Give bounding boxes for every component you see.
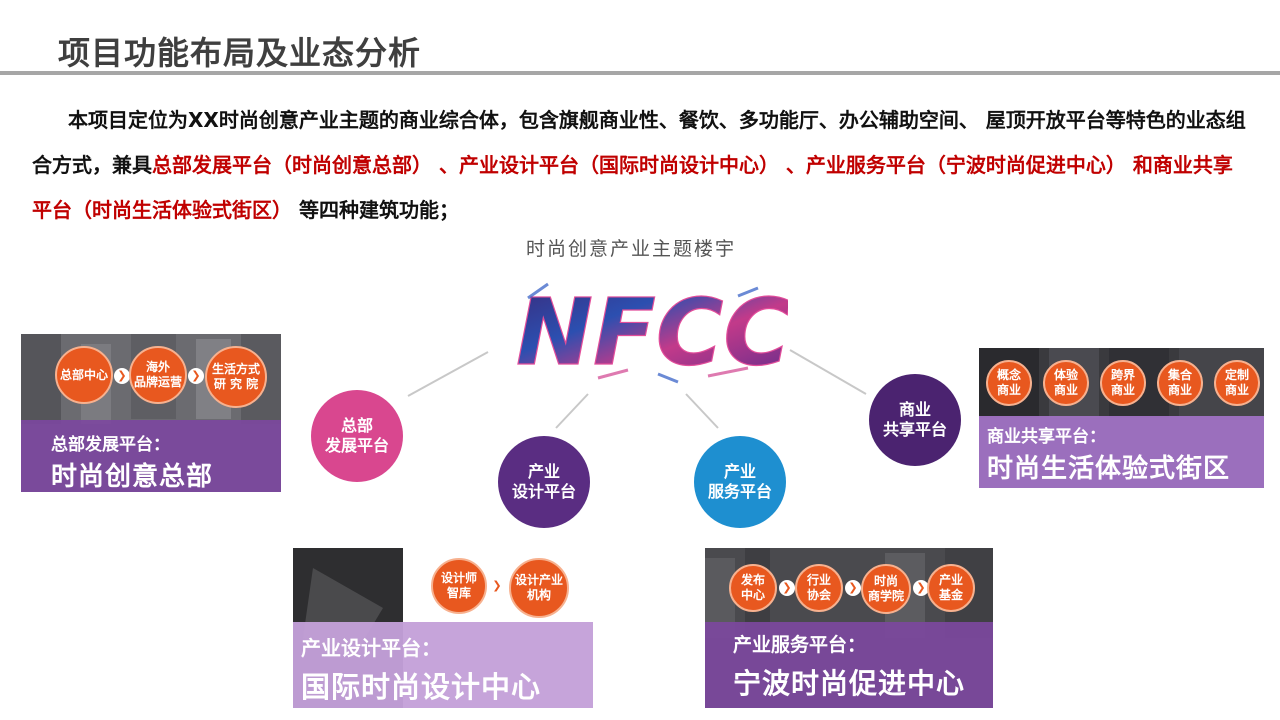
card-commerce-subtitle: 商业共享平台： — [987, 427, 1106, 447]
card-design-band: 产业设计平台： 国际时尚设计中心 — [293, 622, 593, 708]
node-service-3: 时尚 商学院 — [861, 564, 911, 614]
card-commerce-title: 时尚生活体验式街区 — [987, 454, 1231, 484]
nfcc-logo-text: NFCC — [516, 279, 788, 386]
card-design-title: 国际时尚设计中心 — [301, 670, 542, 704]
arrow-right-icon: ❯ — [188, 368, 204, 384]
card-hq-band: 总部发展平台： 时尚创意总部 — [21, 420, 281, 492]
card-commerce-platform: 概念 商业 体验 商业 跨界 商业 集合 商业 定制 商业 商业共享平台： 时尚… — [979, 348, 1264, 488]
arrow-right-icon: ❯ — [489, 578, 505, 594]
circle-service-label: 产业 服务平台 — [707, 462, 772, 501]
node-design-2: 设计产业 机构 — [509, 558, 569, 618]
circle-hq-label: 总部 发展平台 — [324, 416, 389, 455]
intro-highlight: 总部发展平台（时尚创意总部） 、产业设计平台（国际时尚设计中心） 、产业服务平台… — [32, 153, 1233, 222]
node-hq-3: 生活方式 研 究 院 — [205, 346, 267, 408]
node-commerce-2: 体验 商业 — [1043, 360, 1089, 406]
card-design-subtitle: 产业设计平台： — [301, 636, 441, 660]
card-hq-subtitle: 总部发展平台： — [51, 435, 170, 455]
node-hq-1: 总部中心 — [55, 346, 113, 404]
circle-design-platform: 产业 设计平台 — [498, 436, 590, 528]
circle-commerce-label: 商业 共享平台 — [882, 400, 947, 439]
intro-text: 本项目定位为XX时尚创意产业主题的商业综合体，包含旗舰商业性、餐饮、多功能厅、办… — [32, 108, 1246, 177]
circle-service-platform: 产业 服务平台 — [694, 436, 786, 528]
circle-commerce-platform: 商业 共享平台 — [869, 374, 961, 466]
connector-design — [555, 393, 589, 429]
connector-service — [685, 393, 719, 429]
node-service-4: 产业 基金 — [927, 564, 975, 612]
node-commerce-1: 概念 商业 — [986, 360, 1032, 406]
node-hq-2: 海外 品牌运营 — [129, 346, 187, 404]
card-service-band: 产业服务平台： 宁波时尚促进中心 — [705, 622, 993, 708]
card-design-platform: 设计师 智库 ❯ 设计产业 机构 产业设计平台： 国际时尚设计中心 — [293, 548, 593, 708]
arrow-right-icon: ❯ — [913, 580, 929, 596]
card-service-subtitle: 产业服务平台： — [733, 634, 867, 656]
page-title: 项目功能布局及业态分析 — [58, 34, 422, 72]
card-hq-platform: 总部中心 ❯ 海外 品牌运营 ❯ 生活方式 研 究 院 总部发展平台： 时尚创意… — [21, 334, 281, 492]
node-commerce-3: 跨界 商业 — [1100, 360, 1146, 406]
title-divider — [0, 71, 1280, 75]
card-commerce-band: 商业共享平台： 时尚生活体验式街区 — [979, 416, 1264, 488]
connector-hq — [407, 351, 489, 397]
circle-hq-platform: 总部 发展平台 — [311, 390, 403, 482]
node-service-2: 行业 协会 — [795, 564, 843, 612]
intro-tail: 等四种建筑功能； — [292, 198, 459, 222]
card-hq-title: 时尚创意总部 — [51, 462, 214, 492]
intro-paragraph: 本项目定位为XX时尚创意产业主题的商业综合体，包含旗舰商业性、餐饮、多功能厅、办… — [32, 98, 1247, 233]
node-commerce-4: 集合 商业 — [1157, 360, 1203, 406]
arrow-right-icon: ❯ — [779, 580, 795, 596]
node-service-1: 发布 中心 — [729, 564, 777, 612]
nfcc-logo: NFCC — [515, 278, 788, 386]
arrow-right-icon: ❯ — [845, 580, 861, 596]
card-service-title: 宁波时尚促进中心 — [733, 667, 966, 700]
arrow-right-icon: ❯ — [114, 368, 130, 384]
hub-label: 时尚创意产业主题楼宇 — [526, 238, 737, 260]
node-design-1: 设计师 智库 — [431, 558, 487, 614]
card-service-platform: 发布 中心 ❯ 行业 协会 ❯ 时尚 商学院 ❯ 产业 基金 产业服务平台： 宁… — [705, 548, 993, 708]
node-commerce-5: 定制 商业 — [1214, 360, 1260, 406]
connector-commerce — [789, 349, 867, 395]
circle-design-label: 产业 设计平台 — [511, 462, 576, 501]
